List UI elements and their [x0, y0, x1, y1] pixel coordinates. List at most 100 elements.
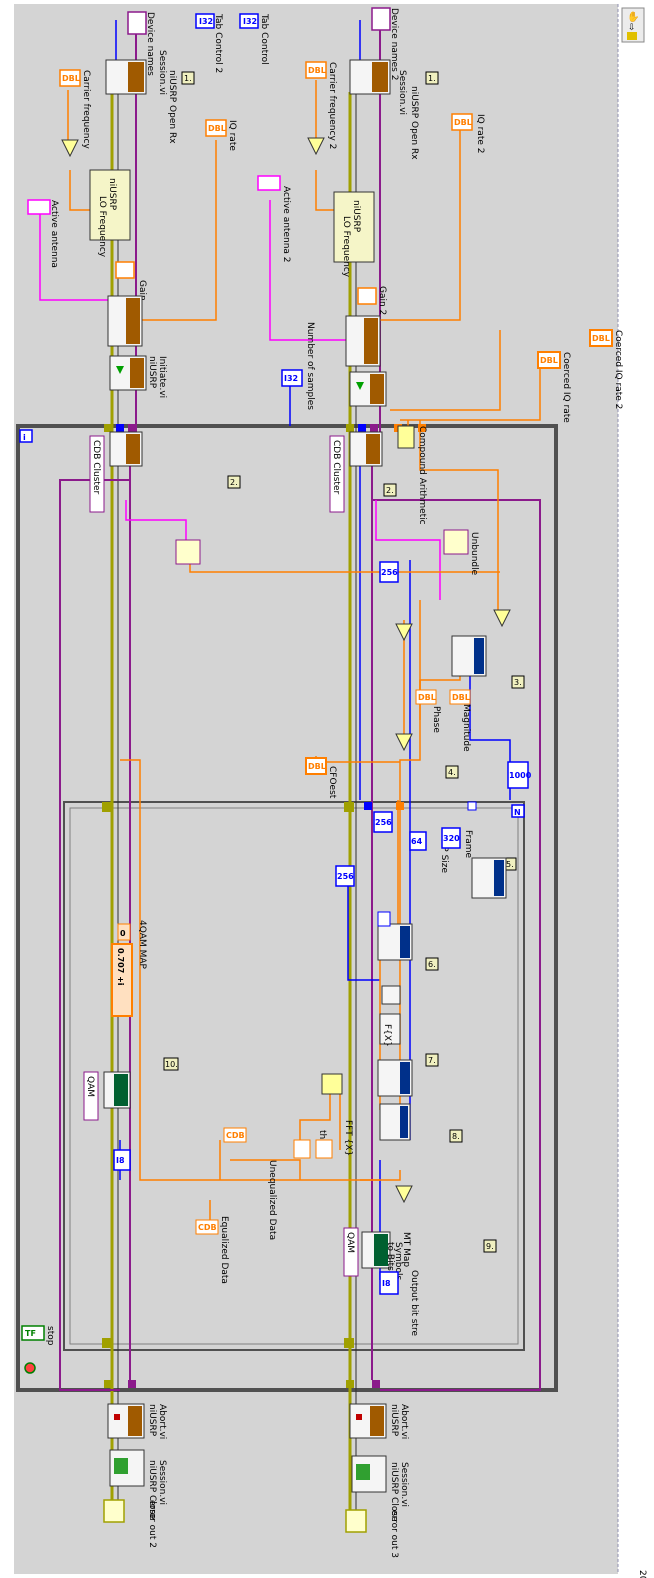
rx-van-de-beek-vi[interactable] [452, 636, 486, 676]
rx-zero-pad-remove-vi[interactable] [378, 1060, 412, 1096]
svg-text:LO Frequency: LO Frequency [97, 196, 107, 258]
niusrp-open-rx-vi[interactable] [106, 60, 146, 94]
svg-text:niUSRP: niUSRP [389, 1404, 399, 1437]
number-of-samples-label: Number of samples [305, 322, 315, 410]
carrier-frequency-2-terminal[interactable]: DBL [306, 62, 326, 78]
tool-palette[interactable]: ✋ ⇩ [622, 8, 644, 42]
const-320[interactable]: 320 [442, 828, 460, 848]
session-vi-label: Session.vi [157, 50, 167, 95]
step-2-label: 2. [230, 478, 238, 487]
stop-label: stop [45, 1326, 55, 1346]
tab-control-2-terminal[interactable]: I32 [196, 14, 214, 28]
tab-control-terminal[interactable]: I32 [240, 14, 258, 28]
rx-freq-offset-vi[interactable] [378, 924, 412, 960]
step-1b-label: 1. [428, 74, 436, 83]
fft-node[interactable]: F{X} [380, 1014, 400, 1047]
svg-text:I32: I32 [199, 17, 213, 26]
unequalized-data-indicator: CDB [224, 1128, 246, 1142]
svg-text:0: 0 [120, 929, 126, 938]
svg-text:i: i [23, 433, 26, 442]
carrier-frequency-terminal[interactable]: DBL [60, 70, 80, 86]
niusrp-open-rx-vi-2[interactable] [350, 60, 390, 94]
niusrp-open-rx-label: niUSRP Open Rx [167, 70, 177, 144]
active-antenna-terminal[interactable] [28, 200, 50, 214]
fetch-rx-data-vi[interactable] [110, 432, 142, 466]
svg-text:DBL: DBL [208, 124, 226, 133]
arrow-down-icon[interactable]: ⇩ [628, 23, 636, 33]
number-of-samples-terminal[interactable]: I32 [282, 370, 302, 386]
frame-label: Frame [463, 830, 473, 859]
svg-text:DBL: DBL [308, 66, 326, 75]
modulate-bits-vi[interactable] [104, 1072, 130, 1108]
svg-text:Session.vi: Session.vi [397, 70, 407, 115]
niusrp-abort-vi-2[interactable] [350, 1404, 386, 1438]
svg-text:64: 64 [411, 837, 423, 846]
unbundle-node-2[interactable] [444, 530, 468, 554]
coerced-iq-rate-2-label: Coerced IQ rate 2 [613, 330, 623, 409]
niusrp-configure-signal-vi-2[interactable] [346, 316, 380, 366]
niusrp-configure-signal-vi[interactable] [108, 296, 142, 346]
fft-shift-node[interactable] [382, 986, 400, 1004]
svg-text:DBL: DBL [454, 118, 472, 127]
const-256-c[interactable]: 256 [336, 866, 354, 886]
rx-cp-remove-vi[interactable] [472, 858, 506, 898]
active-antenna-label: Active antenna [49, 200, 59, 268]
unequalized-data-label: Unequalized Data [267, 1160, 277, 1240]
iq-rate-terminal[interactable]: DBL [206, 120, 226, 136]
const-1000[interactable]: 1000 [508, 762, 532, 788]
unbundle-node[interactable] [176, 540, 200, 564]
cdb-cluster-control-2[interactable]: CDB Cluster [330, 436, 344, 512]
iq-rate-2-terminal[interactable]: DBL [452, 114, 472, 130]
highlight-icon[interactable] [627, 32, 637, 40]
svg-text:DBL: DBL [540, 356, 558, 365]
qam-enum-2[interactable]: QAM [344, 1228, 358, 1276]
const-i-index[interactable] [378, 912, 390, 926]
const-0[interactable]: 0 [118, 924, 130, 940]
svg-text:N: N [514, 808, 521, 817]
device-names-2-terminal[interactable] [372, 8, 390, 30]
qam-map-array-constant[interactable]: 0.707 +i [112, 944, 132, 1016]
gain-2-terminal[interactable] [358, 288, 376, 304]
niusrp-abort-vi[interactable] [108, 1404, 144, 1438]
svg-text:CDB Cluster: CDB Cluster [331, 440, 341, 494]
magnitude-r-indicator [294, 1140, 310, 1158]
svg-text:CDB Cluster: CDB Cluster [91, 440, 101, 494]
carrier-frequency-label: Carrier frequency [81, 70, 91, 149]
svg-text:1000: 1000 [509, 771, 532, 780]
coerced-iq-rate-label: Coerced IQ rate [561, 352, 571, 423]
output-bit-stream-indicator: I8 [380, 1272, 398, 1294]
svg-text:niUSRP: niUSRP [107, 178, 117, 211]
hand-icon[interactable]: ✋ [627, 10, 639, 23]
niusrp-close-session-vi[interactable] [110, 1450, 144, 1486]
bit-indicator: I8 [114, 1150, 130, 1170]
phase-indicator: DBL [416, 690, 436, 704]
tab-control-2-label: Tab Control 2 [213, 13, 223, 73]
const-256-a[interactable]: 256 [380, 562, 398, 582]
compound-arithmetic-node[interactable] [398, 426, 414, 448]
niusrp-initiate-vi[interactable] [110, 356, 146, 390]
device-names-terminal[interactable] [128, 12, 146, 34]
active-antenna-2-label: Active antenna 2 [281, 186, 291, 263]
cfoest-indicator: DBL [306, 758, 326, 774]
active-antenna-2-terminal[interactable] [258, 176, 280, 190]
gain-terminal[interactable] [116, 262, 134, 278]
svg-text:TF: TF [25, 1329, 36, 1338]
cdb-cluster-control[interactable]: CDB Cluster [90, 436, 104, 512]
niusrp-initiate-vi-2[interactable] [350, 372, 386, 406]
svg-text:niUSRP: niUSRP [147, 1404, 157, 1437]
complex-to-polar-node[interactable] [322, 1074, 342, 1094]
iq-rate-2-label: IQ rate 2 [475, 114, 485, 153]
niusrp-close-session-vi-2[interactable] [352, 1456, 386, 1492]
step-3-label: 3. [514, 678, 522, 687]
carrier-frequency-2-label: Carrier frequency 2 [327, 62, 337, 149]
year-label: 2015 [637, 1570, 647, 1578]
iq-rate-label: IQ rate [227, 120, 237, 151]
rx-channel-est-vi[interactable] [380, 1104, 410, 1140]
tab-control-label: Tab Control [259, 13, 269, 65]
const-256-b[interactable]: 256 [374, 812, 392, 832]
qam-enum[interactable]: QAM [84, 1072, 98, 1120]
fetch-rx-data-vi-2[interactable] [350, 432, 382, 466]
const-64[interactable]: 64 [410, 832, 426, 850]
close-session-vi-label: Session.vi [157, 1460, 167, 1505]
